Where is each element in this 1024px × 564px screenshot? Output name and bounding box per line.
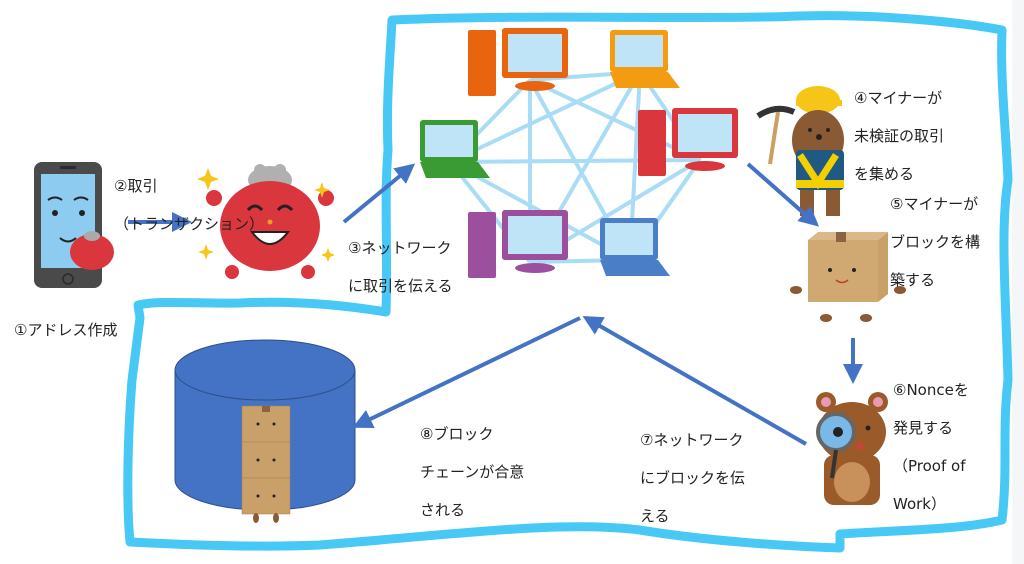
desktop-computer-icon: [638, 108, 738, 176]
step-7-line: える: [640, 507, 670, 525]
step-4-line: ④マイナーが: [854, 89, 943, 107]
mesh-link: [449, 70, 641, 164]
desktop-computer-icon: [468, 210, 568, 278]
step-5-line: 築する: [890, 271, 936, 289]
step-2-line: ②取引: [114, 177, 158, 195]
laptop-computer-icon: [420, 120, 490, 178]
step-7-line: ⑦ネットワーク: [640, 431, 744, 449]
step-6-line: （Proof of: [893, 457, 966, 475]
step-4-line: を集める: [854, 165, 915, 183]
step-4-line: 未検証の取引: [854, 127, 945, 145]
edge-strip: [1012, 0, 1024, 564]
step-2-label: ②取引 （トランザクション）: [114, 158, 264, 253]
network-boundary: [123, 11, 1013, 553]
stacked-boxes-illustration: [241, 405, 291, 523]
arrow-network-to-database: [352, 316, 581, 429]
step-6-line: 発見する: [893, 419, 954, 437]
flow-arrows: [128, 162, 863, 446]
box-character-illustration: [790, 232, 906, 322]
wallet-character-illustration: [197, 164, 335, 279]
arrow-network-to-miner: [746, 162, 819, 227]
step-6-line: ⑥Nonceを: [893, 381, 969, 399]
step-6-line: Work）: [893, 495, 946, 513]
step-5-line: ブロックを構: [890, 233, 981, 251]
step-5-label: ⑤マイナーが ブロックを構 築する: [890, 176, 980, 309]
miner-mole-illustration: [756, 86, 844, 216]
step-5-line: ⑤マイナーが: [890, 195, 979, 213]
bear-illustration: [816, 392, 888, 505]
step-1-label: ①アドレス作成: [14, 302, 117, 359]
step-3-label: ③ネットワーク に取引を伝える: [348, 220, 453, 315]
laptop-computer-icon: [600, 218, 670, 276]
step-7-line: にブロックを伝: [640, 469, 746, 487]
desktop-computer-icon: [468, 28, 568, 96]
step-6-label: ⑥Nonceを 発見する （Proof of Work）: [893, 362, 969, 533]
network-nodes: [420, 28, 738, 278]
smartphone-illustration: [34, 162, 114, 288]
laptop-computer-icon: [610, 30, 680, 88]
step-8-line: される: [420, 501, 466, 519]
step-3-line: ③ネットワーク: [348, 239, 452, 257]
step-8-line: チェーンが合意: [420, 463, 525, 481]
step-3-line: に取引を伝える: [348, 277, 453, 295]
arrow-bear-to-network: [582, 316, 807, 446]
mesh-link: [529, 78, 701, 162]
step-8-line: ⑧ブロック: [420, 425, 494, 443]
step-8-label: ⑧ブロック チェーンが合意 される: [420, 406, 524, 539]
step-2-line: （トランザクション）: [114, 215, 265, 233]
step-7-label: ⑦ネットワーク にブロックを伝 える: [640, 412, 745, 545]
step-4-label: ④マイナーが 未検証の取引 を集める: [854, 70, 944, 203]
arrow-wallet-to-network: [342, 163, 416, 224]
step-1-line: ①アドレス作成: [14, 321, 118, 339]
